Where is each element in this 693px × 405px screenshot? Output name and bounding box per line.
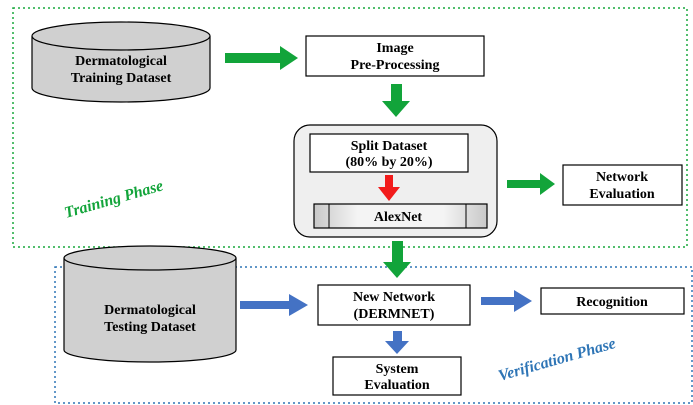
verification-phase-border [54,266,693,404]
training-dataset-line1: Dermatological [75,54,167,69]
new-network-line1: New Network [353,290,435,305]
arrow-split-to-alexnet [378,175,400,201]
image-preprocessing-box: Image Pre-Processing [305,35,485,77]
image-preprocessing-line1: Image [376,41,413,56]
testing-dataset-line1: Dermatological [104,303,196,318]
arrow-to-network-evaluation [507,173,555,195]
testing-dataset-cylinder: Dermatological Testing Dataset [63,245,237,363]
arrow-dataset-to-preprocessing [225,46,298,70]
split-dataset-line1: Split Dataset [351,139,428,154]
system-evaluation-line2: Evaluation [364,378,430,393]
alexnet-label: AlexNet [374,210,423,225]
alexnet-box: AlexNet [313,203,488,229]
split-dataset-box: Split Dataset (80% by 20%) [309,133,469,173]
arrow-alexnet-to-new-network [383,241,411,278]
recognition-label: Recognition [576,295,648,310]
recognition-box: Recognition [540,287,685,315]
network-evaluation-line2: Evaluation [589,187,655,202]
testing-dataset-line2: Testing Dataset [104,320,196,335]
training-dataset-cylinder: Dermatological Training Dataset [31,21,211,103]
arrow-new-network-to-recognition [481,290,532,312]
system-evaluation-box: System Evaluation [332,356,462,396]
arrow-new-network-to-system-evaluation [385,331,409,354]
split-dataset-line2: (80% by 20%) [345,155,432,170]
network-evaluation-box: Network Evaluation [562,164,683,206]
system-evaluation-line1: System [376,362,419,377]
new-network-box: New Network (DERMNET) [317,284,471,326]
network-evaluation-line1: Network [596,170,648,185]
arrow-preprocessing-to-split [382,84,410,117]
training-phase-label: Training Phase [62,177,165,221]
training-phase-border [12,7,688,248]
new-network-line2: (DERMNET) [354,307,435,322]
training-dataset-line2: Training Dataset [71,71,172,86]
arrow-testing-to-new-network [240,294,308,316]
verification-phase-label: Verification Phase [496,335,617,385]
image-preprocessing-line2: Pre-Processing [351,58,440,73]
